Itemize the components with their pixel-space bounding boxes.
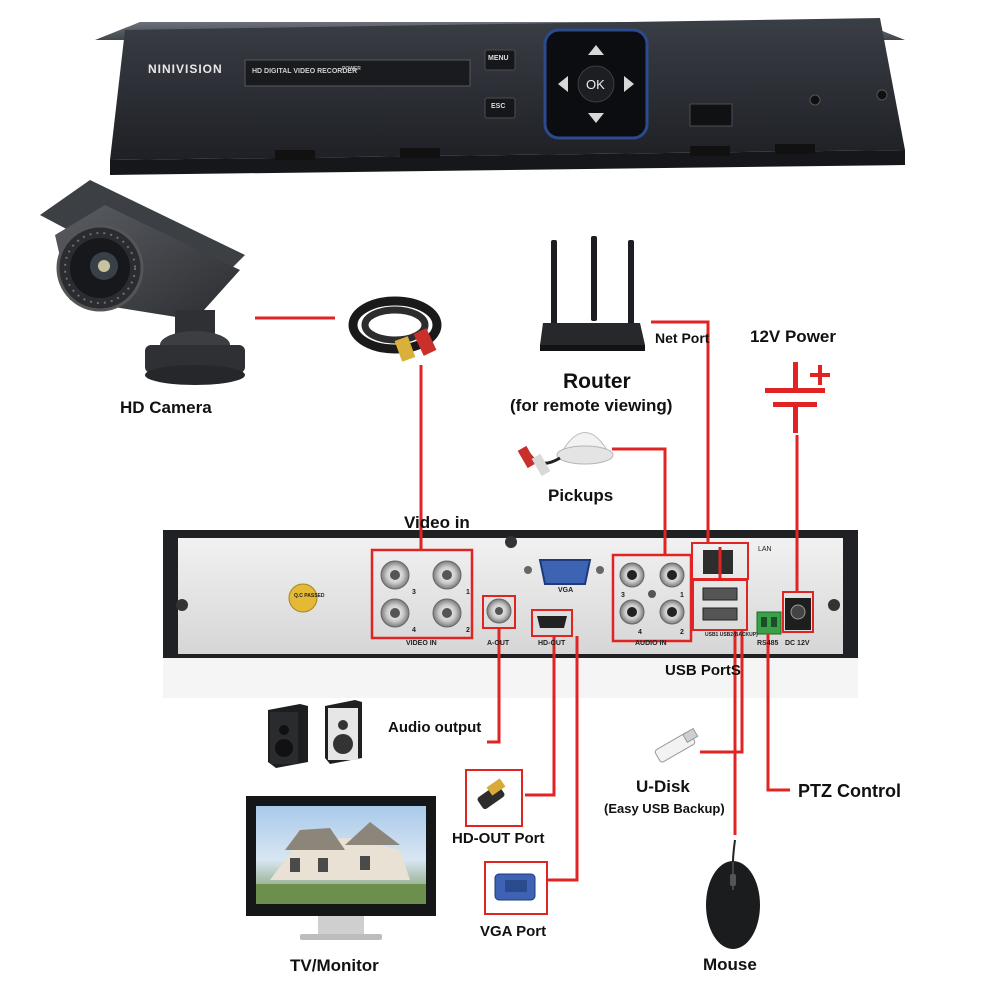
u-disk-label: U-Disk <box>636 777 690 796</box>
audio-output-label: Audio output <box>388 719 482 736</box>
hd-camera-illustration <box>40 180 245 385</box>
dvr-front-unit <box>95 18 905 175</box>
audio-in-port-label: AUDIO IN <box>635 640 667 647</box>
video-port-number-3: 3 <box>412 589 416 596</box>
power-symbol <box>765 362 830 433</box>
audio-port-number-2: 2 <box>680 629 684 636</box>
net-port-label: Net Port <box>655 330 710 346</box>
router-label: Router <box>563 370 631 393</box>
video-in-port-label: VIDEO IN <box>406 640 437 647</box>
tv-monitor-label: TV/Monitor <box>290 956 379 975</box>
brand-logo: NINIVISION <box>148 62 223 76</box>
mouse-illustration <box>706 839 760 949</box>
arrow-up-icon <box>588 45 604 55</box>
rs485-port-label: RS485 <box>757 640 779 647</box>
audio-port-number-1: 1 <box>680 592 684 599</box>
vga-port-label: VGA <box>558 587 574 594</box>
pickup-microphone <box>517 432 614 477</box>
arrow-down-icon <box>588 113 604 123</box>
router-illustration <box>540 236 645 351</box>
hd-out-port-caption: HD-OUT Port <box>452 830 545 847</box>
vga-plug-illustration <box>484 861 548 915</box>
hd-camera-label: HD Camera <box>120 398 212 417</box>
video-port-number-2: 2 <box>466 627 470 634</box>
pickups-label: Pickups <box>548 486 614 505</box>
arrow-right-icon <box>624 76 634 92</box>
router-sublabel: (for remote viewing) <box>510 396 673 415</box>
vga-port-caption: VGA Port <box>480 923 547 940</box>
u-disk-sublabel: (Easy USB Backup) <box>604 801 725 816</box>
menu-button[interactable]: MENU <box>488 55 509 62</box>
audio-port-number-3: 3 <box>621 592 625 599</box>
video-port-number-4: 4 <box>412 627 416 634</box>
arrow-left-icon <box>558 76 568 92</box>
lan-port-label: LAN <box>758 546 772 553</box>
video-in-label: Video in <box>404 513 470 532</box>
usb-ports-label: USB PortS <box>665 662 741 679</box>
esc-button[interactable]: ESC <box>491 103 506 110</box>
ptz-control-label: PTZ Control <box>798 781 901 801</box>
hdmi-plug-illustration <box>465 769 523 827</box>
ok-button[interactable]: OK <box>586 77 605 92</box>
audio-port-number-4: 4 <box>638 629 642 636</box>
power-12v-label: 12V Power <box>750 327 836 346</box>
u-disk-illustration <box>654 727 699 763</box>
bnc-cable-coil <box>348 296 442 362</box>
qc-sticker: Q.C PASSED <box>294 593 325 599</box>
usb-port-label: USB1 USB2(BACKUP) <box>705 632 758 638</box>
dc-port-label: DC 12V <box>785 640 810 647</box>
mouse-label: Mouse <box>703 955 757 974</box>
a-out-port-label: A-OUT <box>487 640 510 647</box>
video-port-number-1: 1 <box>466 589 470 596</box>
hd-out-port-label: HD-OUT <box>538 640 566 647</box>
dvr-back-panel <box>163 530 858 698</box>
connection-lines <box>255 316 799 882</box>
power-indicator-label: POWER <box>342 66 361 72</box>
model-label: HD DIGITAL VIDEO RECORDER <box>252 68 358 75</box>
speakers-illustration <box>268 700 362 768</box>
audio-in-highlight <box>611 553 693 643</box>
tv-monitor-illustration <box>246 796 436 940</box>
